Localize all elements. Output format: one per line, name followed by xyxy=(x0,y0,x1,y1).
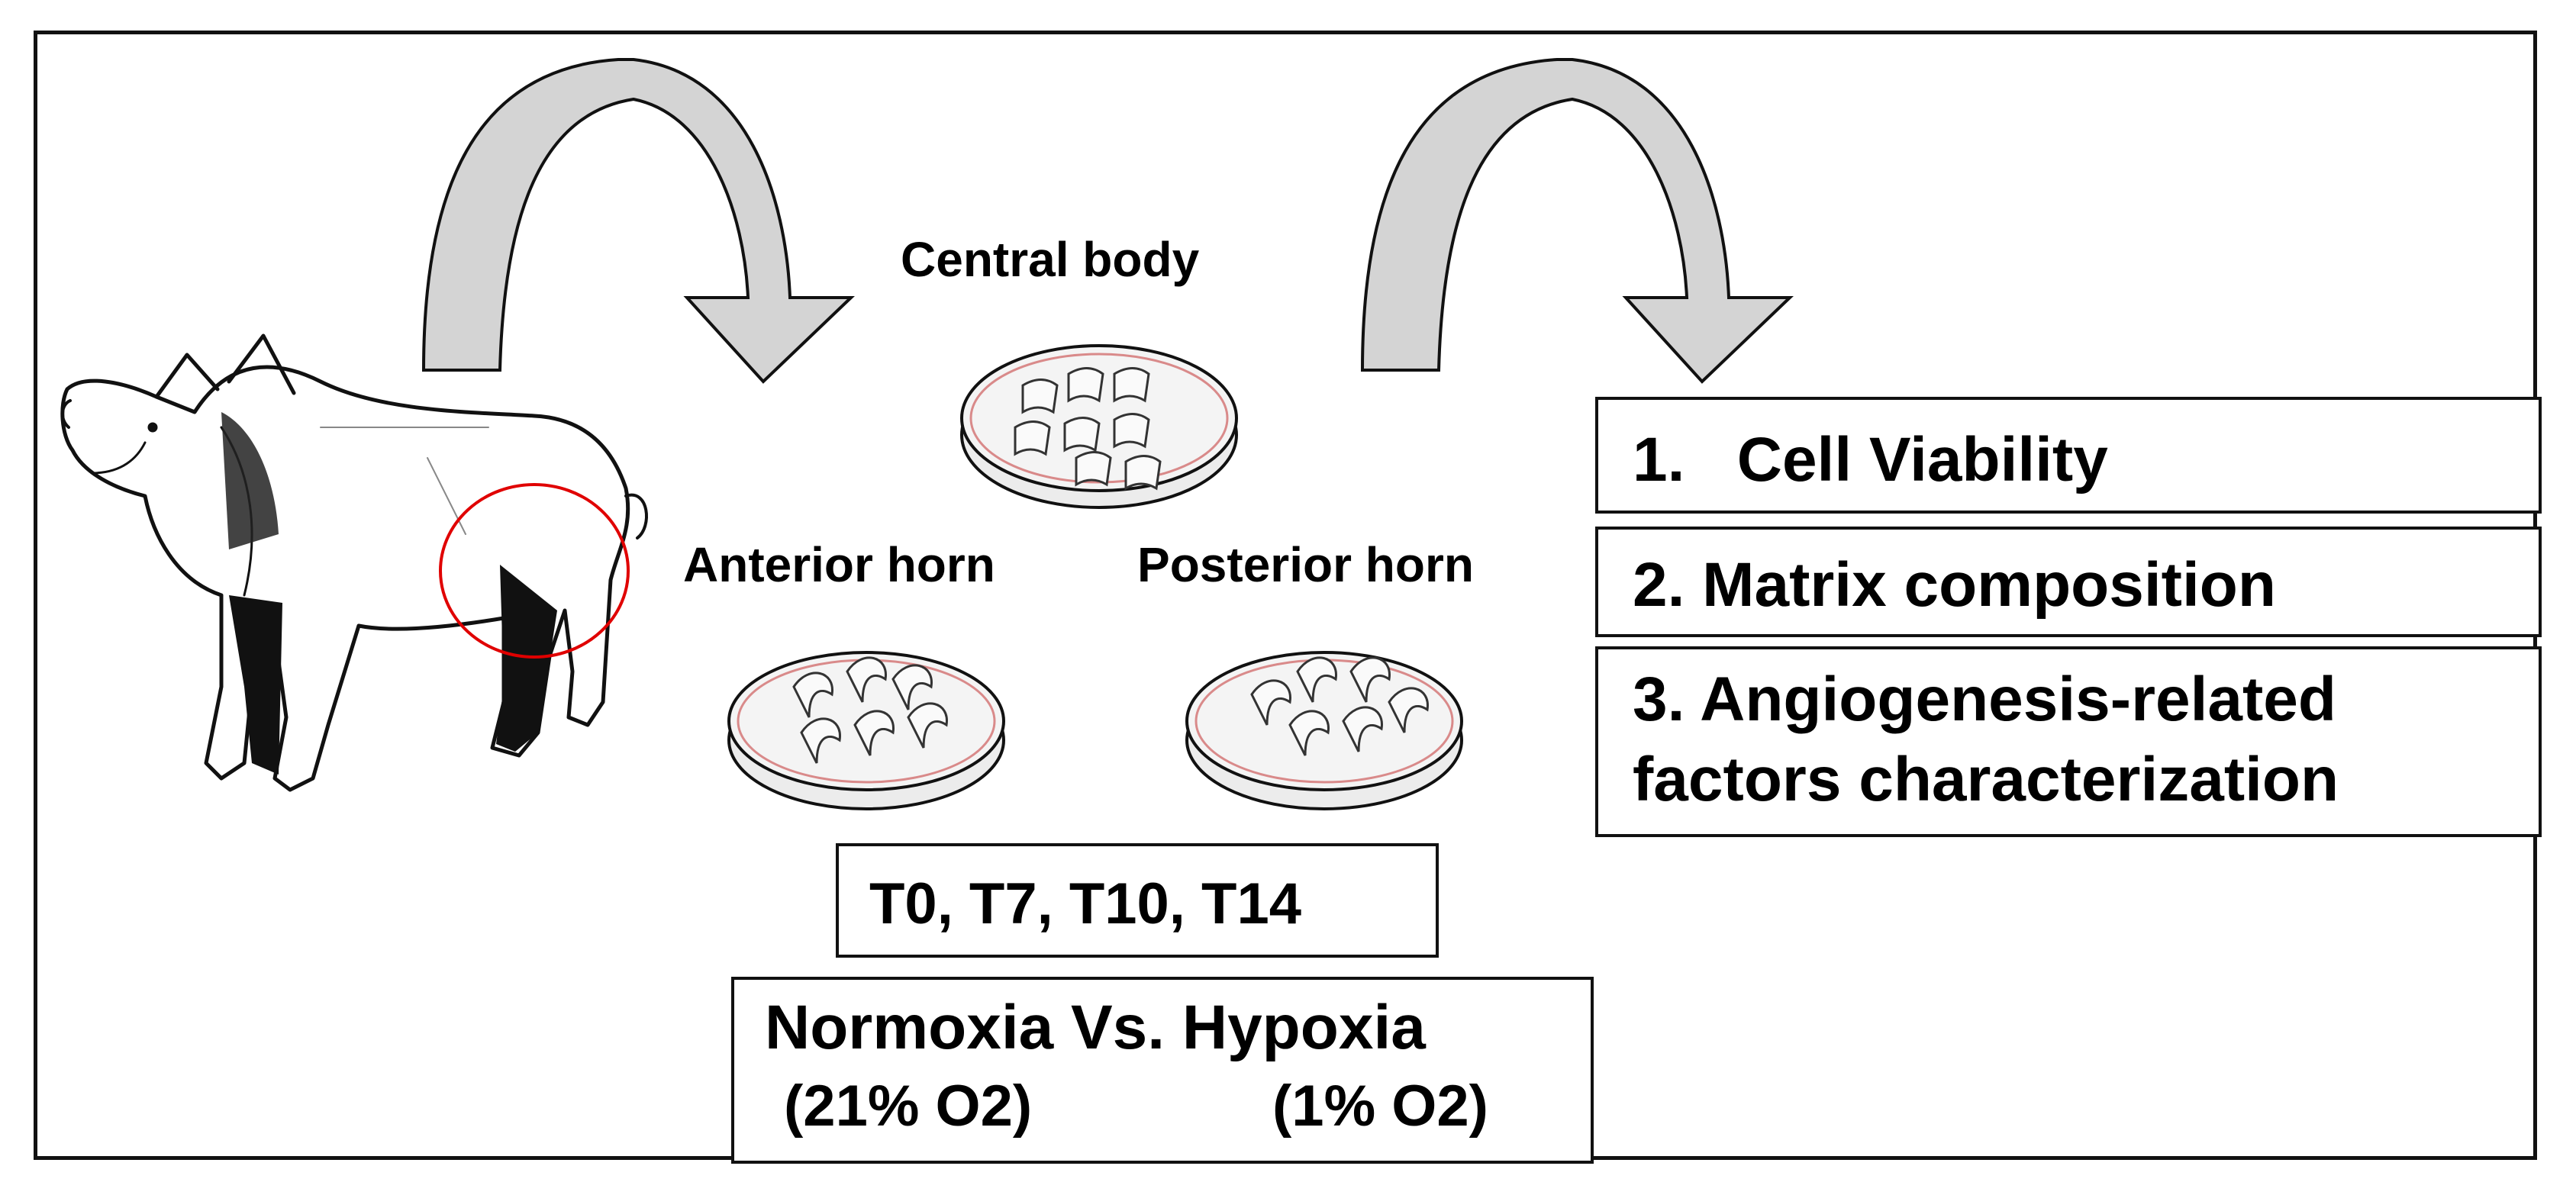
petri-dish-central-body xyxy=(960,344,1238,509)
pig-illustration xyxy=(60,333,648,792)
curved-arrow-left xyxy=(421,58,855,384)
analysis-angiogenesis-line2: factors characterization xyxy=(1633,745,2339,814)
analysis-angiogenesis-line1: 3. Angiogenesis-related xyxy=(1633,665,2336,734)
analysis-matrix-composition: 2. Matrix composition xyxy=(1633,550,2276,620)
label-posterior-horn: Posterior horn xyxy=(1137,537,1474,592)
conditions-box: Normoxia Vs. Hypoxia (21% O2) (1% O2) xyxy=(731,977,1594,1164)
timepoints-box: T0, T7, T10, T14 xyxy=(836,843,1439,958)
normoxia-o2-label: (21% O2) xyxy=(784,1074,1033,1139)
timepoints-text: T0, T7, T10, T14 xyxy=(869,871,1301,936)
analysis-box-angiogenesis: 3. Angiogenesis-related factors characte… xyxy=(1595,646,2542,837)
analysis-cell-viability: 1. Cell Viability xyxy=(1633,425,2108,494)
hypoxia-o2-label: (1% O2) xyxy=(1272,1074,1488,1139)
analysis-box-matrix-composition: 2. Matrix composition xyxy=(1595,527,2542,637)
label-central-body: Central body xyxy=(901,232,1200,287)
petri-dish-anterior-horn xyxy=(727,651,1005,810)
analysis-box-cell-viability: 1. Cell Viability xyxy=(1595,397,2542,514)
label-anterior-horn: Anterior horn xyxy=(683,537,995,592)
petri-dish-posterior-horn xyxy=(1185,651,1463,810)
curved-arrow-right xyxy=(1360,58,1794,384)
conditions-title: Normoxia Vs. Hypoxia xyxy=(765,993,1426,1062)
knee-highlight-circle xyxy=(439,483,630,659)
